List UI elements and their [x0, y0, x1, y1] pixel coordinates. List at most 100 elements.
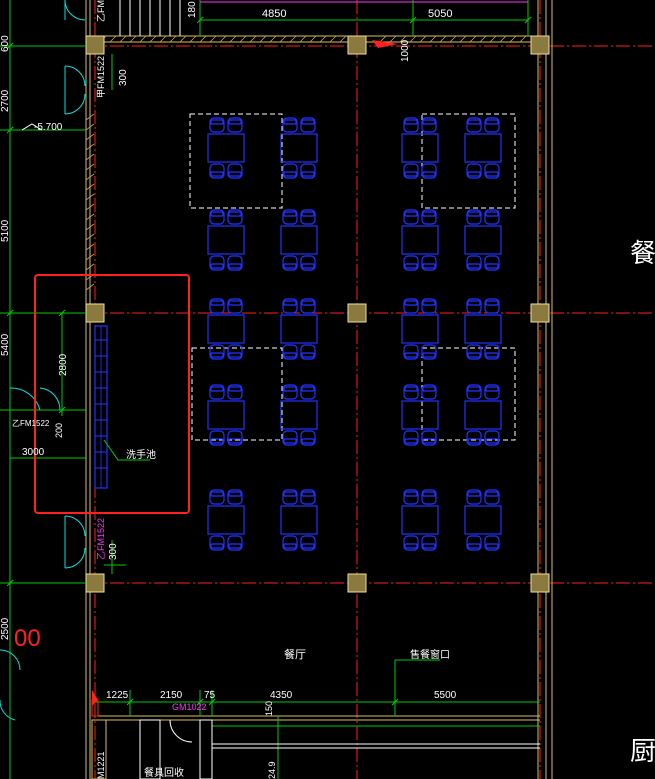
- chair: [484, 163, 500, 179]
- chair: [300, 535, 316, 551]
- dim-left-1: 600: [0, 35, 11, 52]
- table: [401, 505, 439, 535]
- circle-mark: 00: [14, 625, 41, 652]
- chair-back: [485, 491, 499, 497]
- chair-back: [210, 300, 224, 306]
- chair: [300, 384, 316, 400]
- chair-back: [485, 211, 499, 217]
- chair: [300, 117, 316, 133]
- table: [464, 133, 502, 163]
- chair: [403, 209, 419, 225]
- chair-back: [283, 438, 297, 444]
- chair-back: [210, 211, 224, 217]
- chair-back: [422, 119, 436, 125]
- table: [207, 225, 245, 255]
- chair-back: [210, 386, 224, 392]
- chair: [484, 255, 500, 271]
- chair-back: [422, 171, 436, 177]
- column: [85, 35, 105, 55]
- door-tag-1: 甲FM1522: [96, 56, 106, 98]
- side-label-1: 餐: [630, 238, 655, 268]
- chair-back: [485, 119, 499, 125]
- chair: [209, 117, 225, 133]
- table: [280, 314, 318, 344]
- table-set: [280, 489, 318, 551]
- wall-hatching: [85, 35, 527, 291]
- table-set: [207, 209, 245, 271]
- chair: [300, 255, 316, 271]
- chair-back: [283, 119, 297, 125]
- chair: [300, 430, 316, 446]
- chair-back: [301, 211, 315, 217]
- columns: [85, 35, 550, 593]
- chair: [209, 298, 225, 314]
- chair: [466, 430, 482, 446]
- dim-door-offset-1: 300: [118, 69, 129, 86]
- table: [464, 225, 502, 255]
- chair: [209, 489, 225, 505]
- chair: [466, 298, 482, 314]
- dim-sink-offset: 3000: [22, 447, 45, 458]
- chair-back: [228, 211, 242, 217]
- chair-back: [485, 543, 499, 549]
- column: [85, 303, 105, 323]
- table: [207, 400, 245, 430]
- table: [207, 133, 245, 163]
- table-set: [464, 489, 502, 551]
- chair-back: [283, 543, 297, 549]
- chair-back: [422, 263, 436, 269]
- chair: [484, 209, 500, 225]
- chair-back: [228, 119, 242, 125]
- door-swing: [0, 649, 21, 671]
- chair: [466, 344, 482, 360]
- dining-window-label: 售餐窗口: [410, 648, 450, 661]
- table-set: [207, 489, 245, 551]
- chair: [209, 430, 225, 446]
- door-swing: [64, 0, 86, 21]
- dimension-texts: 4850 5050 180 1000 600 2700 5100 5400 25…: [0, 1, 457, 779]
- chair: [421, 298, 437, 314]
- dim-bottom-1: 1225: [106, 690, 129, 701]
- door-swing: [64, 65, 86, 87]
- chair-back: [228, 386, 242, 392]
- chair-back: [283, 300, 297, 306]
- chair-back: [210, 352, 224, 358]
- chair: [403, 384, 419, 400]
- chair-back: [485, 438, 499, 444]
- table: [464, 505, 502, 535]
- chair: [227, 430, 243, 446]
- sink-label: 洗手池: [126, 448, 156, 461]
- chair: [227, 255, 243, 271]
- chair: [300, 163, 316, 179]
- table-set: [401, 298, 439, 360]
- chair-back: [485, 171, 499, 177]
- chair-back: [467, 386, 481, 392]
- chair-back: [210, 491, 224, 497]
- chair-back: [404, 300, 418, 306]
- chair-back: [404, 491, 418, 497]
- chair: [300, 209, 316, 225]
- chair-back: [467, 300, 481, 306]
- chair-back: [301, 119, 315, 125]
- dining-hall-label: 餐厅: [284, 647, 306, 661]
- dim-left-3: 5100: [0, 219, 11, 242]
- chair: [466, 209, 482, 225]
- dining-furniture: [207, 117, 502, 551]
- door-swing: [0, 700, 16, 721]
- chair-back: [210, 543, 224, 549]
- column: [530, 573, 550, 593]
- chair-back: [467, 352, 481, 358]
- table: [280, 133, 318, 163]
- chair: [421, 384, 437, 400]
- selection-rectangle[interactable]: [34, 274, 190, 514]
- dim-bottom-vertical-1: 150: [264, 701, 274, 716]
- chair: [209, 163, 225, 179]
- chair: [403, 255, 419, 271]
- chair-back: [422, 211, 436, 217]
- chair: [282, 255, 298, 271]
- chair: [403, 489, 419, 505]
- dim-bottom-5: 5500: [434, 690, 457, 701]
- table: [401, 400, 439, 430]
- misc-marks: [21, 0, 398, 779]
